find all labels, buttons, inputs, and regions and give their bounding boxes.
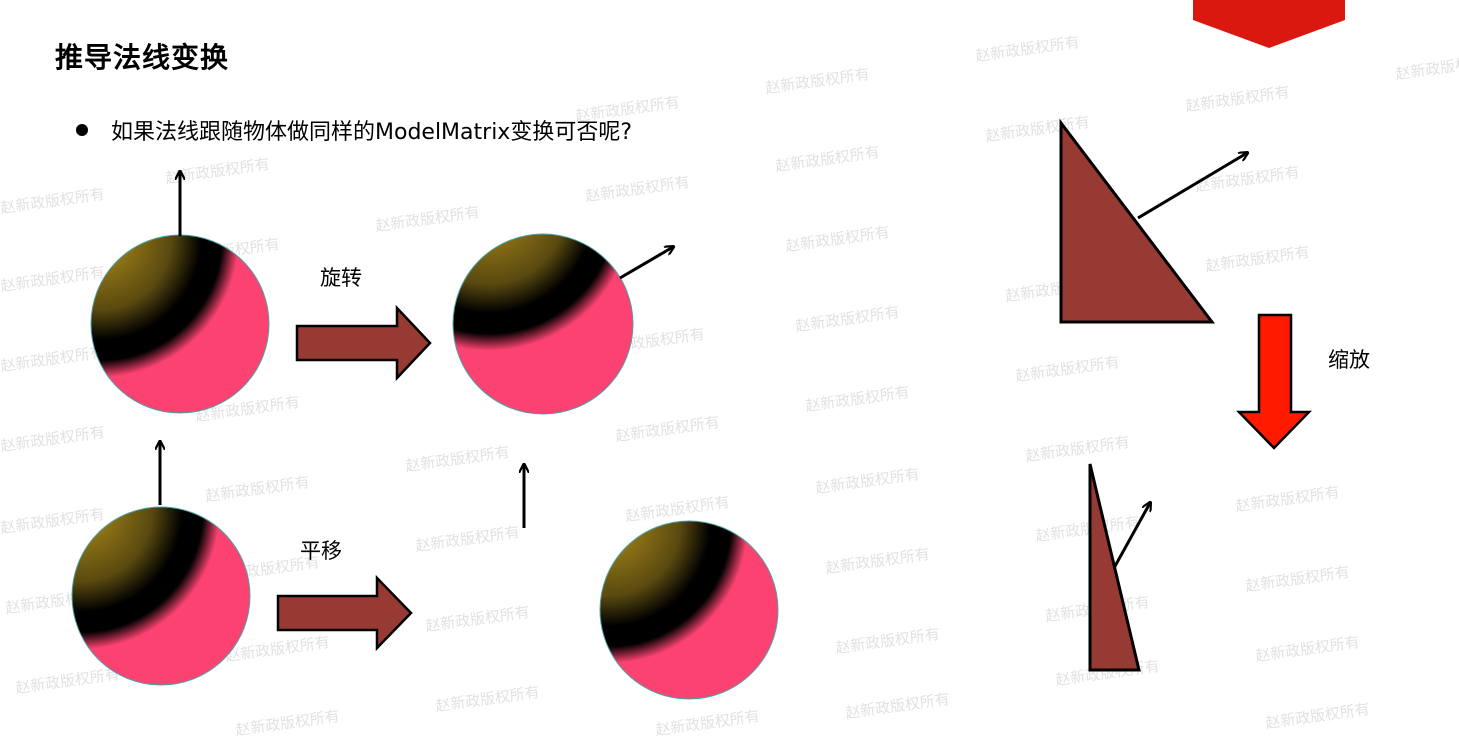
sphere-translated xyxy=(599,520,779,700)
normal-arrow-rotated xyxy=(619,247,673,280)
translate-block-arrow xyxy=(276,574,413,652)
page-title: 推导法线变换 xyxy=(55,41,230,74)
scale-label: 缩放 xyxy=(1328,348,1370,372)
bullet-item: 如果法线跟随物体做同样的ModelMatrix变换可否呢? xyxy=(76,114,632,146)
bullet-dot-icon xyxy=(76,124,88,136)
bullet-text: 如果法线跟随物体做同样的ModelMatrix变换可否呢? xyxy=(111,120,632,145)
translate-label: 平移 xyxy=(300,539,342,563)
rotate-label: 旋转 xyxy=(320,266,362,290)
normal-arrow-triangle xyxy=(1137,153,1247,220)
corner-badge xyxy=(1193,0,1345,48)
triangle-original xyxy=(1059,118,1216,324)
sphere-rotated xyxy=(452,233,634,415)
scale-block-arrow xyxy=(1236,313,1312,450)
sphere-before-translate xyxy=(71,506,251,686)
rotate-block-arrow xyxy=(295,304,432,382)
sphere-original xyxy=(90,234,270,414)
normal-arrow-scaled xyxy=(1112,503,1150,569)
